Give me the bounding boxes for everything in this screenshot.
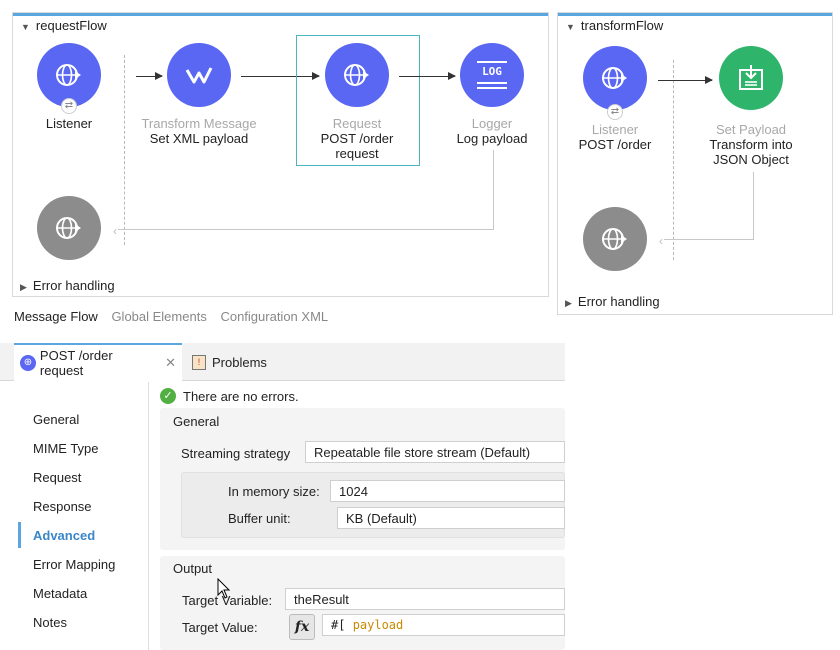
return-arrow-head: ‹ — [113, 224, 117, 238]
return-arrow-head: ‹ — [659, 234, 663, 248]
source-divider — [124, 55, 125, 245]
transform-message-label: Transform Message Set XML payload — [141, 116, 257, 146]
response-node[interactable] — [37, 196, 101, 260]
flow-top-line — [558, 13, 832, 16]
transform-icon — [185, 67, 213, 84]
logger-label: Logger Log payload — [456, 116, 528, 146]
sidebar-item-advanced[interactable]: Advanced — [33, 528, 96, 543]
active-sidebar-indicator — [18, 522, 21, 548]
target-variable-input[interactable]: theResult — [285, 588, 565, 610]
transform-response-node[interactable] — [583, 207, 647, 271]
request-flow-panel: ▼requestFlow — [12, 12, 549, 297]
collapse-triangle-icon[interactable]: ▼ — [21, 22, 30, 32]
general-heading: General — [173, 414, 220, 429]
set-payload-node[interactable] — [719, 46, 783, 110]
transform-listener-label: Listener POST /order — [578, 122, 652, 152]
fx-expression-toggle[interactable]: fx — [289, 614, 315, 640]
sidebar-item-response[interactable]: Response — [33, 499, 92, 514]
globe-connector-icon — [344, 64, 369, 86]
tab-configuration-xml[interactable]: Configuration XML — [220, 309, 329, 324]
listener-node[interactable] — [37, 43, 101, 107]
tab-global-elements[interactable]: Global Elements — [111, 309, 207, 324]
globe-connector-icon — [602, 67, 627, 89]
logger-node[interactable]: LOG — [460, 43, 524, 107]
request-error-handling[interactable]: ▶Error handling — [20, 278, 115, 293]
request-flow-title[interactable]: ▼requestFlow — [21, 18, 107, 33]
editor-tab-bar: ⊕ POST /order request ✕ ! Problems — [0, 343, 565, 381]
sidebar-item-error-mapping[interactable]: Error Mapping — [33, 557, 116, 572]
transform-listener-node[interactable] — [583, 46, 647, 110]
streaming-strategy-select[interactable]: Repeatable file store stream (Default) — [305, 441, 565, 463]
tab-message-flow[interactable]: Message Flow — [14, 309, 98, 324]
expand-triangle-icon[interactable]: ▶ — [565, 298, 572, 308]
log-icon: LOG — [475, 61, 509, 89]
return-path-line — [664, 172, 754, 240]
problems-icon: ! — [192, 354, 206, 370]
target-variable-label: Target Variable: — [182, 593, 273, 608]
globe-connector-icon — [602, 228, 627, 250]
listener-source-badge-icon: ⇄ — [61, 98, 77, 114]
flow-arrow — [658, 76, 713, 84]
streaming-strategy-label: Streaming strategy — [181, 446, 291, 461]
set-payload-label: Set Payload Transform into JSON Object — [709, 122, 793, 167]
sidebar-item-general[interactable]: General — [33, 412, 80, 427]
globe-connector-icon — [56, 64, 81, 86]
sidebar-item-metadata[interactable]: Metadata — [33, 586, 88, 601]
flow-top-line — [13, 13, 548, 16]
transform-flow-title[interactable]: ▼transformFlow — [566, 18, 664, 33]
tab-post-order-request[interactable]: ⊕ POST /order request ✕ — [14, 343, 182, 381]
sidebar-item-mime-type[interactable]: MIME Type — [33, 441, 99, 456]
flow-arrow — [136, 72, 163, 80]
close-tab-icon[interactable]: ✕ — [165, 355, 176, 370]
source-divider — [673, 60, 674, 260]
memory-size-label: In memory size: — [228, 484, 320, 499]
globe-tab-icon: ⊕ — [20, 355, 36, 371]
selected-request-box — [296, 35, 420, 166]
globe-connector-icon — [56, 217, 81, 239]
flow-arrow — [241, 72, 320, 80]
transform-message-node[interactable] — [167, 43, 231, 107]
target-value-expression[interactable]: #[ payload — [322, 614, 565, 636]
target-value-label: Target Value: — [182, 620, 258, 635]
buffer-unit-select[interactable]: KB (Default) — [337, 507, 565, 529]
sidebar-item-request[interactable]: Request — [33, 470, 82, 485]
return-path-line — [118, 150, 494, 230]
listener-source-badge-icon: ⇄ — [607, 104, 623, 120]
collapse-triangle-icon[interactable]: ▼ — [566, 22, 575, 32]
tab-problems[interactable]: ! Problems — [186, 343, 273, 381]
transform-error-handling[interactable]: ▶Error handling — [565, 294, 660, 309]
flow-arrow — [399, 72, 456, 80]
set-payload-icon — [739, 65, 763, 90]
sidebar-separator — [148, 382, 149, 650]
listener-label: Listener — [45, 116, 93, 131]
mouse-cursor-icon — [217, 578, 231, 599]
output-heading: Output — [173, 561, 213, 576]
sidebar-item-notes[interactable]: Notes — [33, 615, 67, 630]
request-label: Request POST /order request — [320, 116, 394, 161]
buffer-unit-label: Buffer unit: — [228, 511, 291, 526]
status-ok-icon: ✓ — [160, 388, 176, 404]
canvas-tabs: Message Flow Global Elements Configurati… — [14, 309, 338, 324]
memory-size-input[interactable]: 1024 — [330, 480, 565, 502]
request-node[interactable] — [325, 43, 389, 107]
status-message: There are no errors. — [183, 389, 299, 404]
expand-triangle-icon[interactable]: ▶ — [20, 282, 27, 292]
